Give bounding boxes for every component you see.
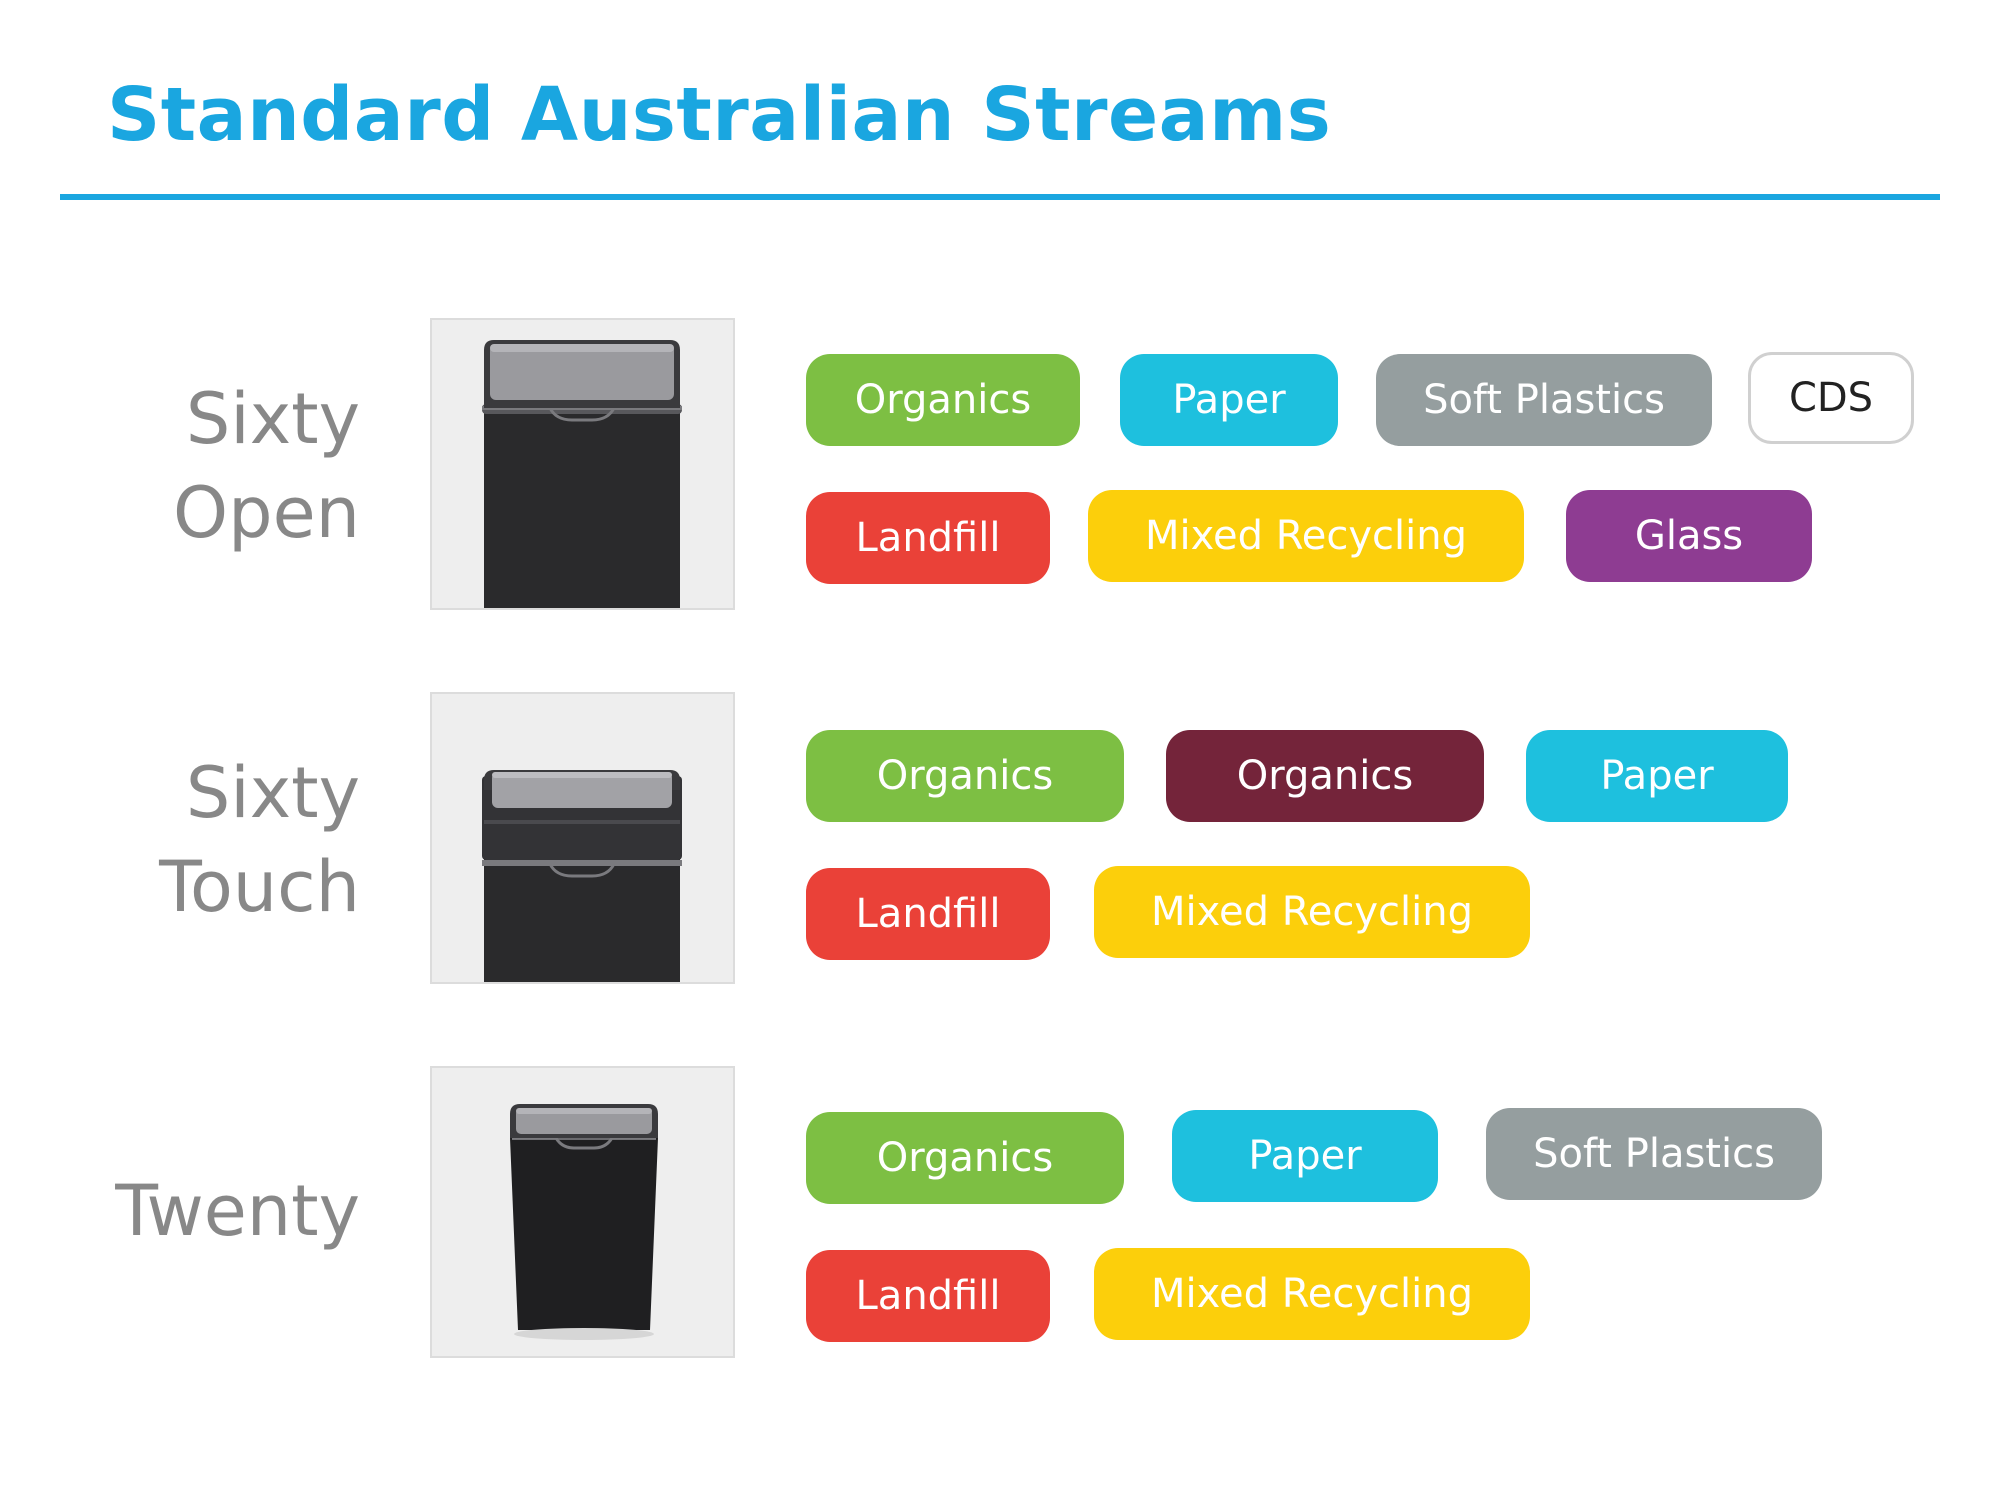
product-label-twenty: Twenty bbox=[60, 1164, 360, 1258]
title-divider bbox=[60, 194, 1940, 200]
stream-chip-soft-plastics: Soft Plastics bbox=[1376, 354, 1712, 446]
sixty-touch-bin-photo bbox=[430, 692, 735, 984]
twenty-bin-photo bbox=[430, 1066, 735, 1358]
stream-chip-glass: Glass bbox=[1566, 490, 1812, 582]
stream-chip-paper: Paper bbox=[1526, 730, 1788, 822]
stream-chip-landfill: Landfill bbox=[806, 868, 1050, 960]
product-label-sixty-open: Sixty Open bbox=[60, 372, 360, 560]
stream-chip-organics-alt: Organics bbox=[1166, 730, 1484, 822]
sixty-open-bin-photo bbox=[430, 318, 735, 610]
stream-chip-landfill: Landfill bbox=[806, 1250, 1050, 1342]
product-name-line: Open bbox=[173, 472, 360, 554]
product-name-line: Touch bbox=[159, 846, 360, 928]
stream-chip-mixed-recycling: Mixed Recycling bbox=[1094, 1248, 1530, 1340]
stream-chip-organics: Organics bbox=[806, 1112, 1124, 1204]
product-label-sixty-touch: Sixty Touch bbox=[60, 746, 360, 934]
stream-chip-organics: Organics bbox=[806, 354, 1080, 446]
stream-chip-mixed-recycling: Mixed Recycling bbox=[1094, 866, 1530, 958]
product-name-line: Twenty bbox=[115, 1170, 360, 1252]
stream-chip-mixed-recycling: Mixed Recycling bbox=[1088, 490, 1524, 582]
product-name-line: Sixty bbox=[185, 752, 360, 834]
stream-chip-cds: CDS bbox=[1748, 352, 1914, 444]
stream-chip-paper: Paper bbox=[1120, 354, 1338, 446]
stream-chip-soft-plastics: Soft Plastics bbox=[1486, 1108, 1822, 1200]
product-name-line: Sixty bbox=[185, 378, 360, 460]
stream-chip-organics: Organics bbox=[806, 730, 1124, 822]
page-title: Standard Australian Streams bbox=[107, 72, 1332, 158]
stream-chip-paper: Paper bbox=[1172, 1110, 1438, 1202]
stream-chip-landfill: Landfill bbox=[806, 492, 1050, 584]
